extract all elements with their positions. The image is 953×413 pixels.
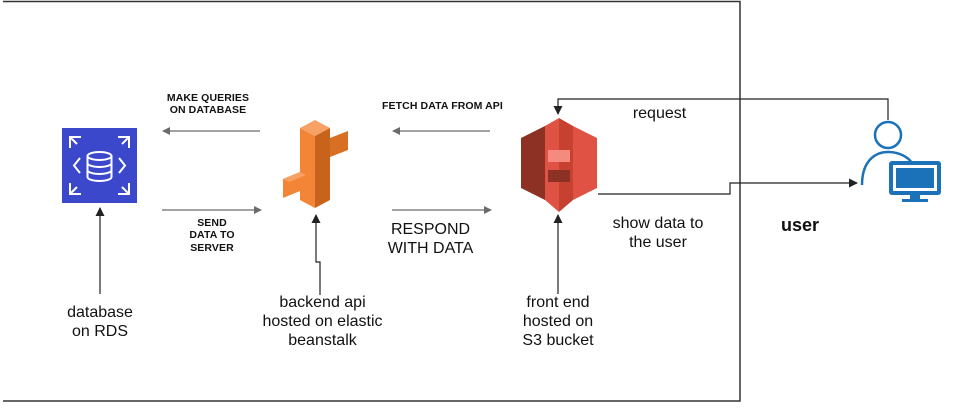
request-label: request [632, 105, 687, 122]
s3-bucket-icon [521, 118, 597, 212]
elastic-beanstalk-icon [283, 120, 348, 208]
request-arrow [553, 98, 889, 120]
fetch-data-label: FETCH DATA FROM API [382, 100, 503, 112]
rds-database-icon [62, 128, 137, 203]
show-data-arrow [598, 178, 858, 195]
backend-connector [311, 214, 321, 295]
diagram-frame [3, 0, 741, 402]
user-at-computer-icon [860, 120, 941, 202]
user-label: user [780, 215, 820, 235]
